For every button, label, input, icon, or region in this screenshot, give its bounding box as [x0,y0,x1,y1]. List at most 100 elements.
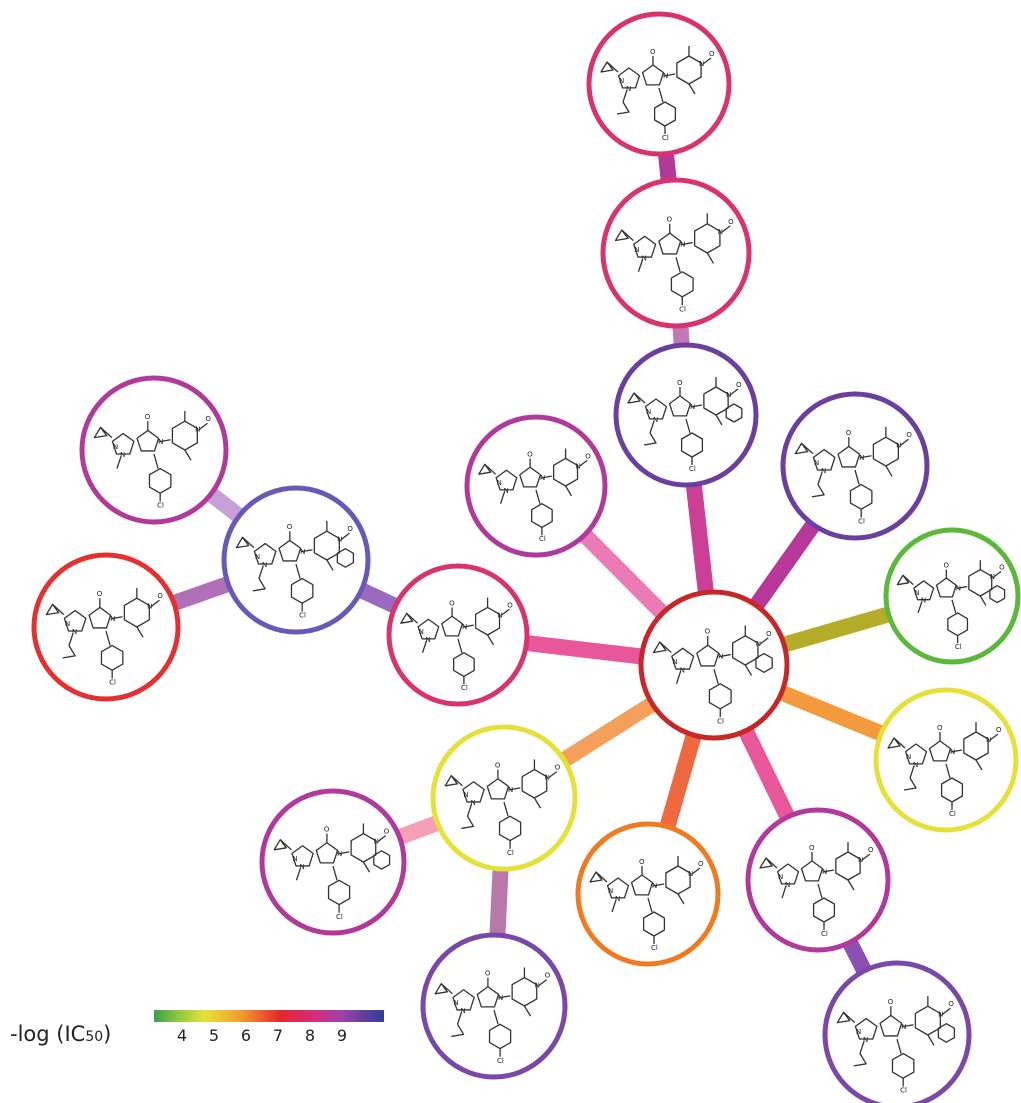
bond-path [859,1040,865,1054]
atom-label: O [545,972,551,980]
node-ring [613,342,759,488]
legend-gradient-bar [154,1010,384,1022]
bond-path [935,577,957,598]
legend-tick: 7 [272,1026,284,1045]
bond-path [377,835,387,843]
atom-label: O [449,599,455,607]
atom-label: N [956,584,961,592]
atom-label: N [859,454,864,462]
atom-label: O [698,860,704,868]
bond-path [691,867,701,875]
atom-label: N [822,868,827,876]
bond-path [533,797,542,809]
atom-label: N [626,85,631,93]
bond-path [671,647,695,670]
atom-label: Cl [539,535,546,543]
atom-label: N [158,438,163,446]
bond-path [519,466,542,488]
atom-label: Cl [157,502,164,510]
legend-tick: 5 [208,1026,220,1045]
node-ring [464,414,608,558]
bond-path [252,578,266,592]
atom-label: N [545,774,550,782]
atom-label: O [384,828,390,836]
bond-path [811,484,825,498]
atom-label: N [653,416,658,424]
legend-title-end: ) [103,1022,112,1046]
bond-path [622,89,628,103]
bond-path [548,771,558,779]
bond-path [822,869,835,873]
bond-path [159,439,171,443]
bond-path [476,986,500,1008]
node-ring [31,552,181,702]
atom-label: O [485,970,491,978]
bond-path [198,422,208,430]
bond-path [461,815,475,830]
bond-path [993,570,1002,578]
atom-label: O [667,216,673,224]
atom-label: N [901,1023,906,1031]
bond-path [111,432,135,455]
bond-path [500,608,510,616]
bond-path [950,749,963,753]
bond-path [675,671,682,684]
bond-path [887,737,901,749]
bond-path [278,539,302,562]
bond-path [444,775,458,787]
atom-label: O [937,724,943,732]
bond-path [462,781,485,803]
bond-path [315,842,339,864]
bond-path [627,392,641,404]
atom-label: N [688,870,693,878]
atom-label: N [906,753,911,761]
atom-label: O [585,452,591,460]
atom-label: N [921,597,926,605]
atom-label: N [195,425,200,433]
bond-path [675,256,681,272]
atom-label: Cl [507,849,514,857]
bond-path [688,83,696,95]
bond-path [441,615,464,637]
atom-label: N [461,1007,466,1015]
atom-label: Cl [336,913,343,921]
atom-label: Cl [497,1057,504,1065]
atom-label: N [986,736,991,744]
atom-label: O [527,450,533,458]
atom-label: N [337,535,342,543]
bond-path [617,67,641,89]
bond-path [909,765,915,779]
node-ring [430,724,578,872]
atom-label: N [463,791,468,799]
bond-path [927,1034,935,1046]
atom-label: N [262,561,267,569]
bond-path [295,867,302,881]
bond-path [523,1005,532,1017]
bond-path [637,259,644,272]
bond-path [45,603,60,616]
bond-path [956,585,968,590]
node-ring [600,177,752,329]
atom-label: O [677,379,683,387]
node-ring [822,960,972,1103]
bond-path [111,616,123,620]
atom-label: O [709,50,715,58]
bond-path [540,475,552,479]
atom-label: N [300,863,305,871]
atom-label: O [507,601,513,609]
node-ring [420,932,568,1080]
bond-path [630,874,654,896]
atom-label: Cl [900,1087,907,1095]
atom-label: N [821,467,826,475]
bond-path [663,73,676,77]
bond-path [800,860,824,882]
bond-path [685,418,691,434]
bond-path [326,559,334,571]
node-ring [780,391,930,541]
bond-path [336,548,355,568]
atom-label: N [575,462,580,470]
atom-label: O [906,431,912,439]
bond-path [332,865,338,881]
atom-label: N [615,895,620,903]
